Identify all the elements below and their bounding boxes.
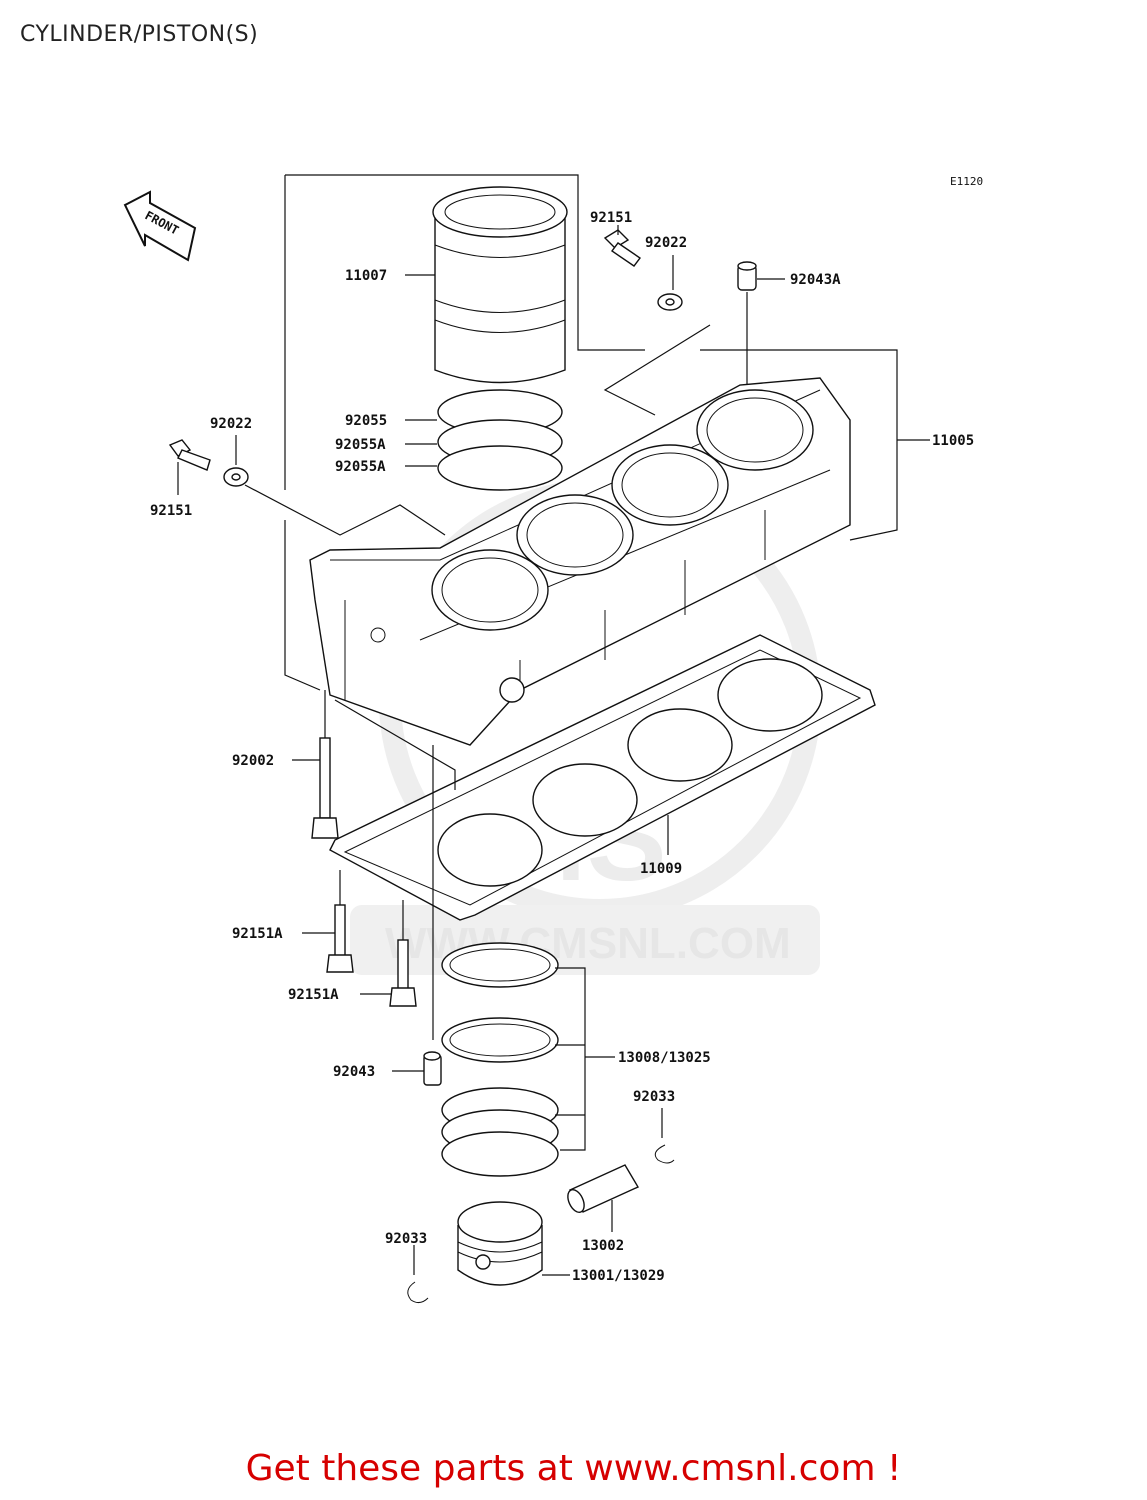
label-92151A-1: 92151A (232, 926, 283, 942)
footer-link[interactable]: Get these parts at www.cmsnl.com ! (245, 1448, 902, 1489)
label-13001-13029: 13001/13029 (572, 1268, 665, 1284)
front-arrow-icon: FRONT (123, 190, 197, 262)
cylinder-block-part[interactable] (309, 377, 851, 746)
diagram-code: E1120 (950, 175, 983, 188)
piston-ring-set-part[interactable] (441, 942, 559, 1177)
bolt-92151A-1-part[interactable] (326, 904, 354, 973)
label-11007: 11007 (345, 268, 387, 284)
bolt-left-part[interactable] (168, 439, 211, 471)
label-11005: 11005 (932, 433, 974, 449)
piston-rings-part[interactable] (437, 389, 563, 491)
label-13002: 13002 (582, 1238, 624, 1254)
head-gasket-part[interactable] (329, 634, 876, 921)
label-11009: 11009 (640, 861, 682, 877)
bolt-top-part[interactable] (603, 229, 641, 267)
washer-left-part[interactable] (223, 467, 249, 487)
label-92151-top: 92151 (590, 210, 632, 226)
label-92043A: 92043A (790, 272, 841, 288)
label-92033-right: 92033 (633, 1089, 675, 1105)
parts-diagram: CMS WWW.CMSNL.COM FRONT E1120 11007 9205… (123, 174, 983, 1304)
label-92055A-1: 92055A (335, 437, 386, 453)
label-92033-left: 92033 (385, 1231, 427, 1247)
label-13008-13025: 13008/13025 (618, 1050, 711, 1066)
dowel-92043-part[interactable] (423, 1051, 442, 1086)
label-92055: 92055 (345, 413, 387, 429)
label-92022-top: 92022 (645, 235, 687, 251)
label-92151A-2: 92151A (288, 987, 339, 1003)
piston-pin-part[interactable] (565, 1164, 639, 1215)
page-title: CYLINDER/PISTON(S) (20, 22, 259, 47)
label-92055A-2: 92055A (335, 459, 386, 475)
label-92002: 92002 (232, 753, 274, 769)
label-92022-left: 92022 (210, 416, 252, 432)
label-92043: 92043 (333, 1064, 375, 1080)
bolt-92002-part[interactable] (311, 737, 339, 839)
dowel-top-part[interactable] (737, 261, 757, 291)
washer-top-part[interactable] (657, 293, 683, 311)
label-92151-left: 92151 (150, 503, 192, 519)
circlip-right-part[interactable] (654, 1144, 675, 1164)
piston-part[interactable] (457, 1201, 543, 1286)
circlip-left-part[interactable] (407, 1281, 429, 1304)
cylinder-sleeve-part[interactable] (432, 186, 568, 384)
